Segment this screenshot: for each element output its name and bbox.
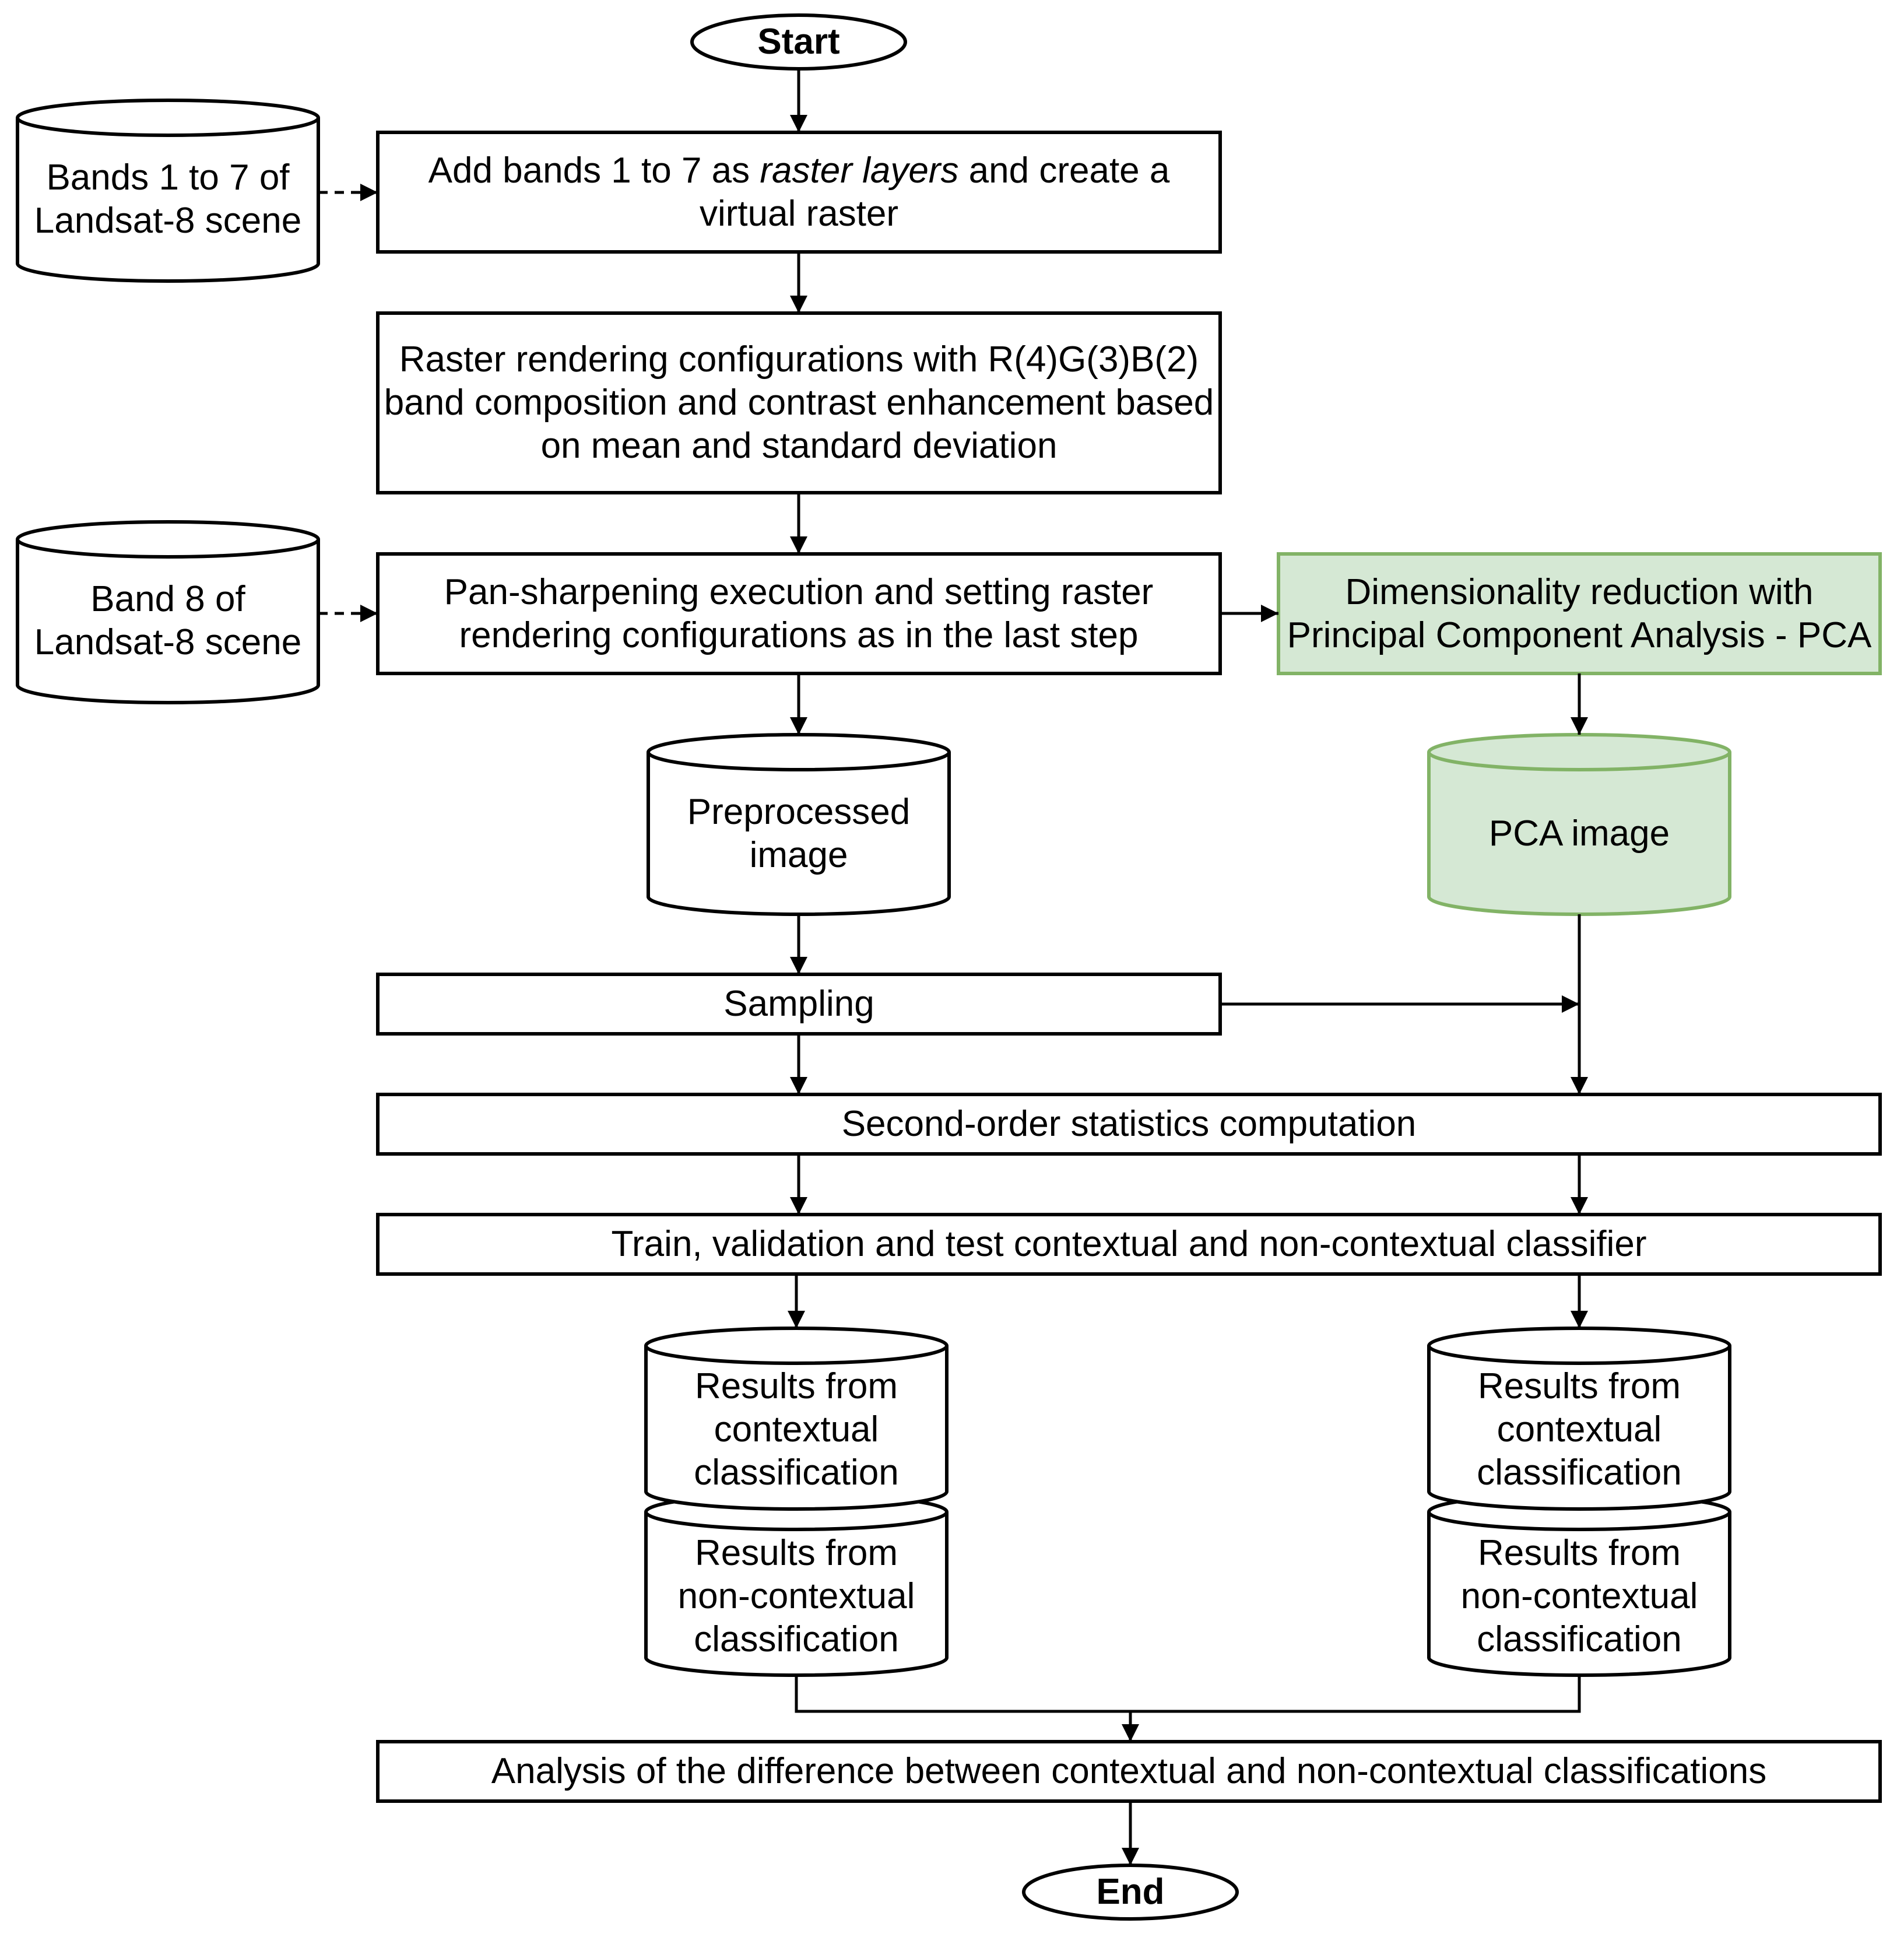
band-8-label: Band 8 of Landsat-8 scene: [17, 557, 318, 685]
sampling-box: [376, 973, 1222, 1036]
left-contextual-cylinder: [644, 1327, 949, 1511]
right-noncontextual-label: Results from non-contextual classificati…: [1429, 1531, 1730, 1662]
bands-1-7-line-2: Landsat-8 scene: [34, 201, 302, 241]
band-8-line-1: Band 8 of: [90, 579, 245, 619]
preprocessed-image-label: Preprocessed image: [648, 770, 949, 898]
rendering-box: [376, 311, 1222, 494]
sampling-label: Sampling: [723, 984, 874, 1024]
bands-1-7-label: Bands 1 to 7 of Landsat-8 scene: [17, 135, 318, 264]
right-contextual-line-1: Results from: [1478, 1366, 1681, 1406]
band-8-cylinder: [16, 520, 320, 704]
analysis-label: Analysis of the difference between conte…: [491, 1751, 1767, 1791]
preprocessed-line-2: image: [749, 835, 848, 875]
right-contextual-cylinder: [1427, 1327, 1731, 1511]
second-order-label: Second-order statistics computation: [841, 1104, 1417, 1144]
band-8-line-2: Landsat-8 scene: [34, 622, 302, 662]
left-noncontextual-label: Results from non-contextual classificati…: [646, 1531, 947, 1662]
right-contextual-label: Results from contextual classification: [1429, 1364, 1730, 1495]
second-order-box: [376, 1093, 1882, 1156]
train-box: [376, 1213, 1882, 1276]
add-bands-raster-layers-emphasis: raster layers: [760, 150, 959, 191]
right-contextual-line-3: classification: [1477, 1452, 1682, 1493]
rendering-label: Raster rendering configurations with R(4…: [384, 339, 1214, 466]
preprocessed-line-1: Preprocessed: [687, 792, 911, 832]
pca-image-label: PCA image: [1488, 813, 1670, 854]
pca-label: Dimensionality reduction with Principal …: [1287, 571, 1872, 655]
pca-image-cylinder: [1427, 733, 1731, 916]
pca-box: [1277, 552, 1882, 675]
add-bands-text-after: and create a virtual raster: [699, 150, 1170, 234]
train-label: Train, validation and test contextual an…: [611, 1224, 1647, 1264]
left-contextual-line-1: Results from: [695, 1366, 898, 1406]
results-merge-line: [795, 1675, 1581, 1713]
add-bands-text-before: Add bands 1 to 7 as: [428, 150, 760, 191]
start-label: Start: [757, 22, 840, 62]
analysis-box: [376, 1740, 1882, 1803]
right-noncontextual-line-1: Results from: [1478, 1533, 1681, 1573]
left-noncontextual-line-2: non-contextual: [677, 1576, 915, 1616]
left-noncontextual-line-3: classification: [694, 1619, 899, 1659]
right-noncontextual-line-3: classification: [1477, 1619, 1682, 1659]
add-bands-label: Add bands 1 to 7 as raster layers and cr…: [389, 132, 1209, 252]
left-contextual-label: Results from contextual classification: [646, 1364, 947, 1495]
left-noncontextual-line-1: Results from: [695, 1533, 898, 1573]
left-contextual-line-2: contextual: [714, 1409, 879, 1450]
preprocessed-image-cylinder: [647, 733, 951, 916]
bands-1-7-line-1: Bands 1 to 7 of: [46, 157, 290, 198]
right-contextual-line-2: contextual: [1496, 1409, 1662, 1450]
left-contextual-line-3: classification: [694, 1452, 899, 1493]
right-noncontextual-line-2: non-contextual: [1460, 1576, 1698, 1616]
end-label: End: [1096, 1872, 1165, 1912]
bands-1-7-cylinder: [16, 99, 320, 283]
pansharpening-label: Pan-sharpening execution and setting ras…: [444, 571, 1154, 655]
